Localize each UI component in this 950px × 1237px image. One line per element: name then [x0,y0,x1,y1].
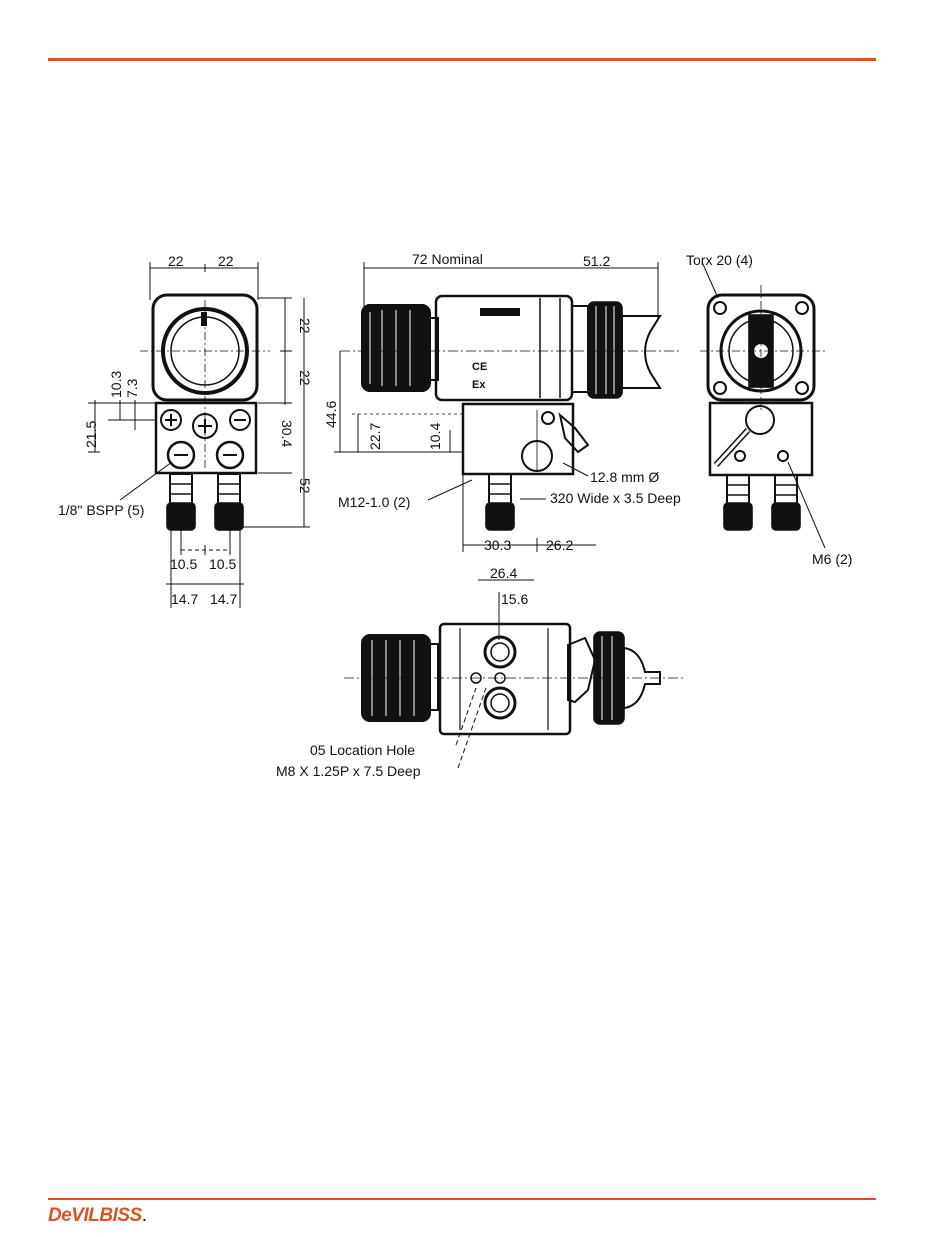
dim-side-22-7: 22.7 [367,423,383,450]
dim-side-44-6: 44.6 [323,401,339,428]
rear-manifold [710,403,812,475]
dim-front-right-lower: 22 [297,370,313,386]
dim-front-top-right: 22 [218,253,234,269]
svg-text:Ex: Ex [472,379,486,391]
dim-side-nominal: 72 Nominal [412,251,483,267]
dim-front-left-21-5: 21.5 [83,421,99,448]
dim-front-right-30-4: 30.4 [279,420,295,447]
svg-text:CE: CE [472,361,487,373]
slot-label: 320 Wide x 3.5 Deep [550,490,681,506]
logo-dot: . [142,1205,147,1226]
dim-side-51-2: 51.2 [583,253,610,269]
dim-front-left-10-3: 10.3 [108,371,124,398]
dim-top-15-6: 15.6 [501,591,528,607]
front-view: 22 22 22 22 [58,253,313,608]
dim-front-bottom-14-7-right: 14.7 [210,591,237,607]
logo-text: DeVILBISS [48,1205,142,1226]
top-view: 26.4 15.6 05 Location Hole M8 X 1.25P x … [276,565,684,779]
dim-front-right-52: 52 [297,478,313,494]
torx-label: Torx 20 (4) [686,252,753,268]
dim-front-bottom-10-5-right: 10.5 [209,556,236,572]
location-thread-label: M8 X 1.25P x 7.5 Deep [276,763,421,779]
dim-front-bottom-10-5-left: 10.5 [170,556,197,572]
dim-side-10-4: 10.4 [427,423,443,450]
dim-side-26-2: 26.2 [546,537,573,553]
dim-front-right-upper: 22 [297,318,313,334]
dim-front-top-left: 22 [168,253,184,269]
side-manifold [463,404,573,474]
dim-side-30-3: 30.3 [484,537,511,553]
location-hole-label: 05 Location Hole [310,742,415,758]
footer-rule [48,1198,876,1200]
dim-front-bottom-14-7-left: 14.7 [171,591,198,607]
hole-label: 12.8 mm Ø [590,469,659,485]
thread-label: M12-1.0 (2) [338,494,410,510]
port-label: 1/8" BSPP (5) [58,502,144,518]
rear-view: Torx 20 (4) M6 (2) [686,252,852,567]
dim-front-left-7-3: 7.3 [124,378,140,398]
m6-label: M6 (2) [812,551,852,567]
side-view: 72 Nominal 51.2 CE Ex [323,251,681,553]
dim-top-26-4: 26.4 [490,565,517,581]
devilbiss-logo: DeVILBISS. [48,1205,146,1227]
